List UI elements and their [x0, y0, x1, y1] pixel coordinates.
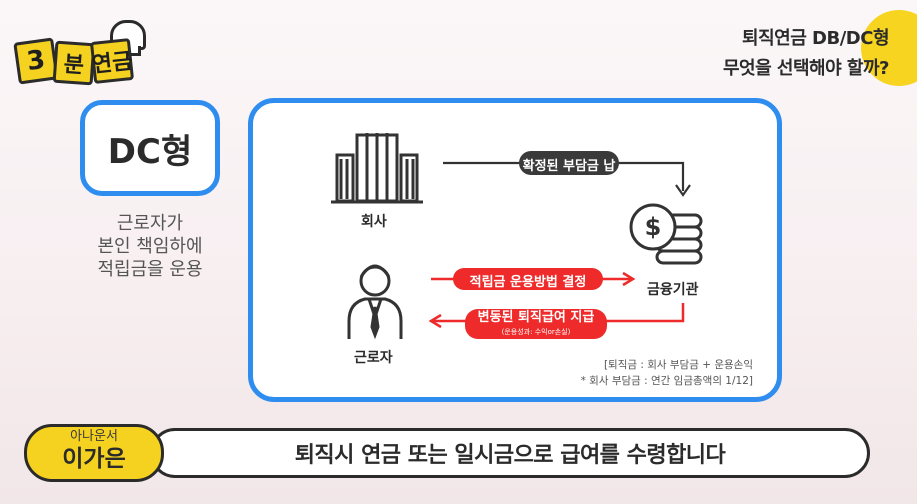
description-line: 본인 책임하에: [97, 236, 203, 257]
payout-label-main: 변동된 퇴직급여 지급: [477, 310, 595, 325]
worker-label: 근로자: [354, 350, 393, 366]
note-line-2: * 회사 부담금 : 연간 임금총액의 1/12]: [580, 375, 753, 387]
presenter-tag: 아나운서 이가은: [24, 424, 164, 482]
decision-pill: [453, 268, 603, 290]
company-label: 회사: [361, 214, 387, 230]
episode-title: 퇴직연금 DB/DC형 무엇을 선택해야 할까?: [722, 24, 890, 84]
coin-stack-icon: $: [629, 203, 703, 265]
accent-circle: [861, 10, 917, 86]
title-line-2: 무엇을 선택해야 할까?: [722, 58, 890, 79]
payout-pill: [465, 309, 607, 339]
worker-icon: [347, 264, 403, 340]
note-line-1: [퇴직금 : 회사 부담금 + 운용손익: [603, 359, 753, 371]
logo-tile-1: 분: [52, 40, 96, 86]
payout-label: 변동된 퇴직급여 지급 (운용성과: 수익or손실): [465, 310, 607, 340]
payout-label-sub: (운용성과: 수익or손실): [501, 328, 571, 336]
description-line: 적립금을 운용: [97, 259, 203, 280]
logo-char: 금: [110, 48, 134, 76]
flow-diagram: $: [331, 133, 703, 340]
description-line: 근로자가: [116, 213, 184, 234]
institution-label: 금융기관: [647, 282, 699, 298]
contribution-pill: [519, 151, 619, 175]
subtitle-caption: 퇴직시 연금 또는 일시금으로 급여를 수령합니다: [150, 428, 870, 478]
flow-diagram-panel: $ 확정된 부담금 납부 적립금 운용방법 결정 변동된 퇴직급여 지급 (운용…: [248, 98, 782, 402]
title-line-1: 퇴직연금 DB/DC형: [742, 28, 889, 49]
decision-label: 적립금 운용방법 결정: [469, 275, 587, 290]
svg-text:$: $: [645, 213, 662, 241]
contribution-label: 확정된 부담금 납부: [522, 159, 616, 193]
presenter-role: 아나운서: [70, 429, 118, 444]
plan-type-badge: DC형: [80, 100, 220, 196]
logo-char: 분: [62, 52, 85, 79]
presenter-name: 이가은: [62, 446, 126, 472]
plan-description: 근로자가 본인 책임하에 적립금을 운용: [64, 212, 236, 281]
building-icon: [331, 133, 423, 204]
